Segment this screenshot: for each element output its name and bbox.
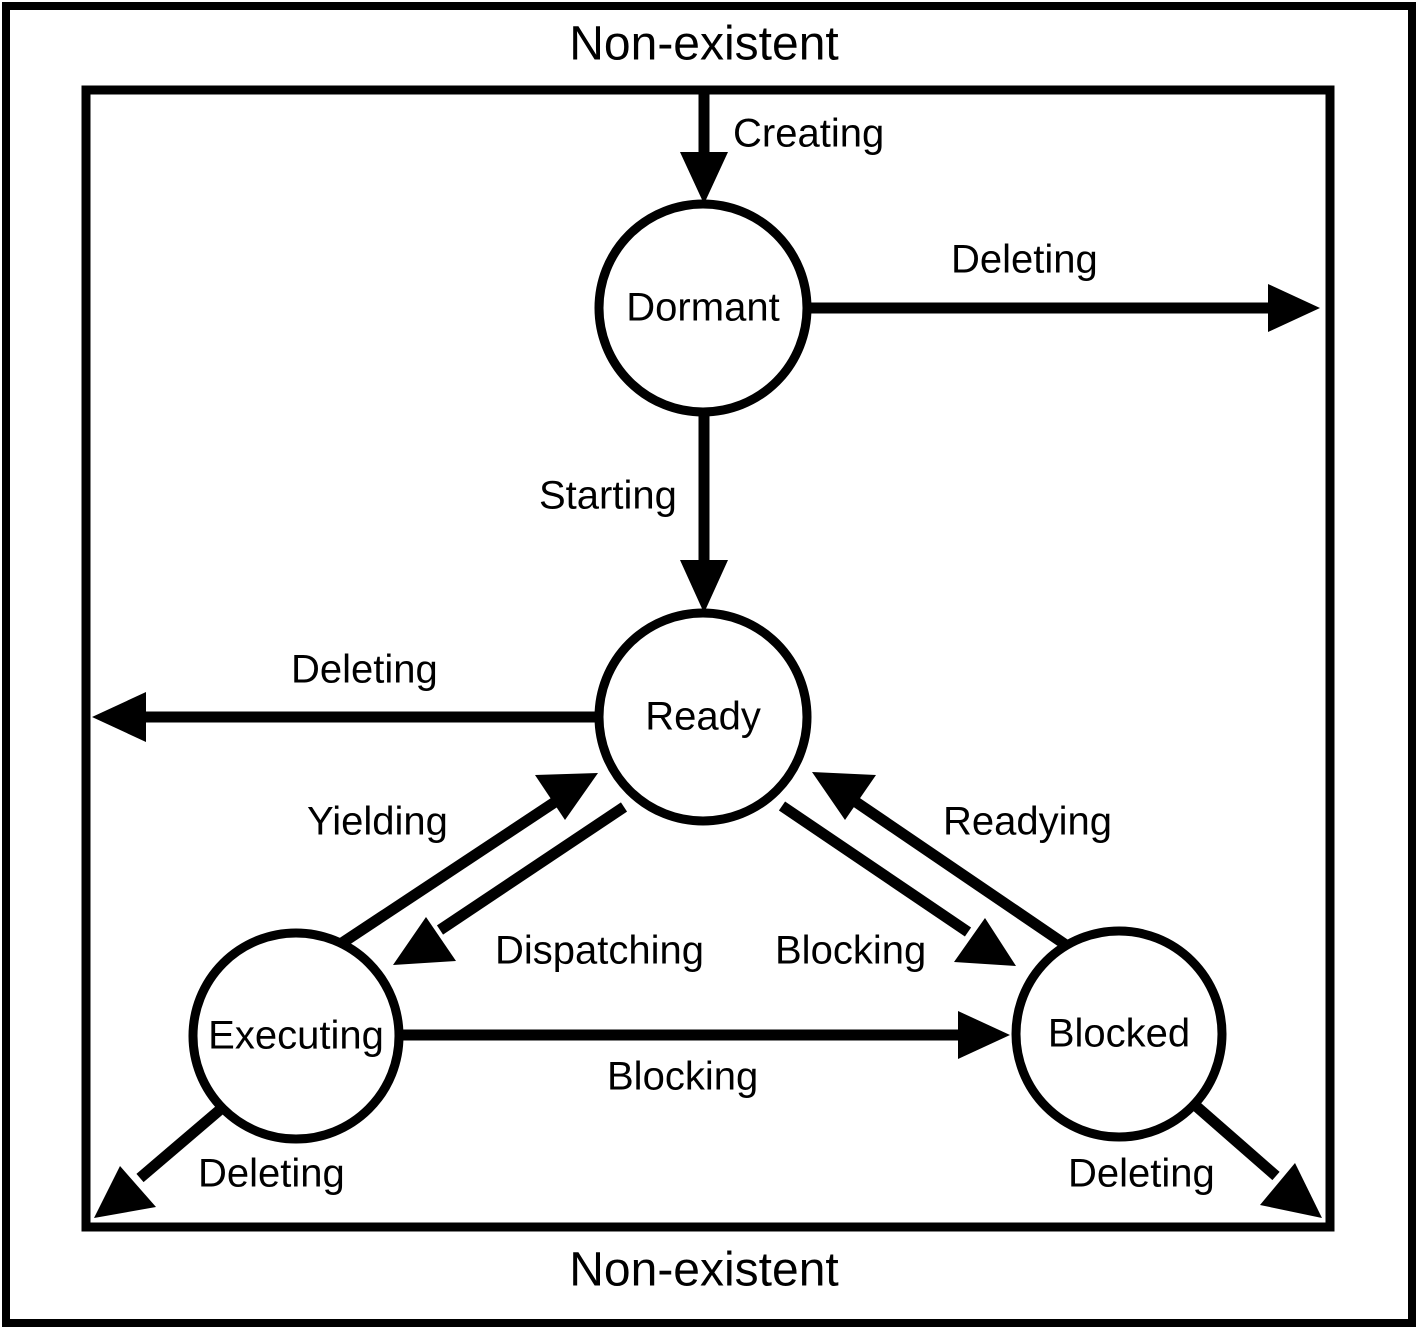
readying-line [849, 795, 1070, 950]
readying-arrowhead [812, 772, 876, 820]
executing-circle[interactable] [188, 928, 404, 1144]
env-label-top: Non-existent [569, 18, 838, 71]
transition-readying: Readying [812, 772, 1112, 950]
yielding-arrowhead [535, 773, 598, 820]
ready-blocking-label: Blocking [775, 929, 926, 973]
transition-executing-blocking: Blocking [400, 1011, 1010, 1099]
blocked-deleting-line [1192, 1101, 1280, 1181]
executing-blocking-label: Blocking [607, 1055, 758, 1099]
executing-deleting-line [136, 1103, 226, 1183]
dormant-circle[interactable] [594, 199, 812, 417]
state-node-blocked[interactable]: Blocked [1011, 926, 1227, 1142]
ready-blocking-line [778, 801, 972, 937]
env-label-bottom: Non-existent [569, 1244, 838, 1297]
transition-yielding: Yielding [307, 773, 598, 950]
starting-arrowhead [680, 560, 728, 613]
blocked-deleting-arrowhead [1260, 1163, 1322, 1218]
ready-blocking-arrowhead [954, 918, 1016, 966]
transition-ready-blocking: Blocking [775, 801, 1016, 973]
ready-deleting-arrowhead [92, 692, 146, 742]
starting-label: Starting [539, 474, 677, 518]
ready-deleting-label: Deleting [291, 648, 438, 692]
transition-ready-deleting: Deleting [92, 648, 598, 742]
yielding-label: Yielding [307, 800, 448, 844]
executing-deleting-label: Deleting [198, 1152, 345, 1196]
dormant-deleting-arrowhead [1268, 284, 1320, 332]
dispatching-label: Dispatching [495, 929, 704, 973]
readying-label: Readying [943, 800, 1112, 844]
dormant-label: Dormant [626, 286, 779, 330]
blocked-deleting-label: Deleting [1068, 1152, 1215, 1196]
transition-starting: Starting [539, 412, 728, 613]
state-node-ready[interactable]: Ready [594, 608, 812, 826]
transition-dormant-deleting: Deleting [808, 238, 1320, 332]
transition-blocked-deleting: Deleting [1068, 1101, 1322, 1218]
executing-deleting-arrowhead [94, 1166, 156, 1218]
dispatching-line [436, 802, 628, 935]
ready-circle[interactable] [594, 608, 812, 826]
executing-blocking-arrowhead [958, 1011, 1010, 1059]
ready-label: Ready [645, 695, 761, 739]
blocked-circle[interactable] [1011, 926, 1227, 1142]
dispatching-arrowhead [393, 917, 456, 965]
state-node-dormant[interactable]: Dormant [594, 199, 812, 417]
creating-arrowhead [680, 152, 728, 204]
transition-creating: Creating [680, 94, 884, 204]
transition-dispatching: Dispatching [393, 802, 704, 973]
transition-executing-deleting: Deleting [94, 1103, 345, 1218]
dormant-deleting-label: Deleting [951, 238, 1098, 282]
blocked-label: Blocked [1048, 1012, 1190, 1056]
state-node-executing[interactable]: Executing [188, 928, 404, 1144]
creating-label: Creating [733, 112, 884, 156]
system-boundary-box [81, 85, 1335, 1232]
yielding-line [335, 795, 562, 950]
executing-label: Executing [208, 1014, 384, 1058]
